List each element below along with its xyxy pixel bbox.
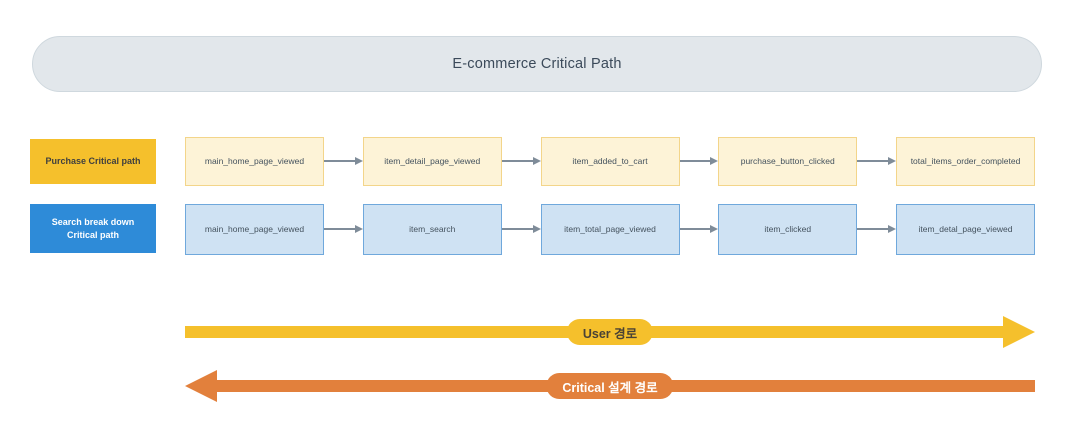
page-title: E-commerce Critical Path	[452, 56, 622, 72]
flow-node[interactable]: item_search	[362, 203, 502, 255]
arrow-head-icon	[354, 225, 363, 233]
connector-line	[501, 228, 534, 230]
arrow-head-icon	[532, 225, 541, 233]
flow-node[interactable]: main_home_page_viewed	[185, 136, 324, 186]
flow-node[interactable]: item_added_to_cart	[540, 136, 680, 186]
row-label-search-line2: Critical path	[66, 229, 119, 240]
flow-connector-arrow	[501, 156, 541, 166]
arrow-head-icon	[532, 157, 541, 165]
banner-critical-path: Critical 설계 경로	[185, 366, 1035, 406]
flow-node[interactable]: item_detal_page_viewed	[896, 203, 1035, 255]
row-label-search-text: Search break down Critical path	[52, 216, 135, 240]
flow-connector-arrow	[679, 156, 719, 166]
arrow-head-icon	[710, 157, 719, 165]
row-label-purchase-critical-path: Purchase Critical path	[30, 139, 156, 184]
connector-line	[857, 228, 889, 230]
flow-connector-arrow	[501, 224, 541, 234]
flow-node[interactable]: purchase_button_clicked	[718, 136, 858, 186]
flow-node[interactable]: item_total_page_viewed	[540, 203, 680, 255]
flow-node[interactable]: item_detail_page_viewed	[362, 136, 502, 186]
connector-line	[324, 228, 356, 230]
row-label-search-break-down-critical-path: Search break down Critical path	[30, 204, 156, 253]
arrow-head-icon	[888, 225, 896, 233]
row-label-search-line1: Search break down	[51, 217, 135, 228]
flow-connector-arrow	[324, 224, 363, 234]
banner-user-path-label: User 경로	[566, 319, 654, 345]
flow-row-search: main_home_page_viewed item_search item_t…	[185, 203, 1035, 255]
arrow-head-icon	[354, 157, 363, 165]
connector-line	[857, 160, 889, 162]
flow-connector-arrow	[679, 224, 719, 234]
row-label-purchase-text: Purchase Critical path	[45, 156, 141, 167]
flow-node[interactable]: main_home_page_viewed	[185, 203, 324, 255]
flow-connector-arrow	[857, 224, 896, 234]
diagram-title-bar: E-commerce Critical Path	[32, 36, 1042, 92]
banner-user-path: User 경로	[185, 312, 1035, 352]
banner-critical-path-label: Critical 설계 경로	[546, 373, 674, 399]
connector-line	[679, 228, 712, 230]
flow-node[interactable]: item_clicked	[718, 203, 858, 255]
arrow-head-icon	[710, 225, 719, 233]
flow-row-purchase: main_home_page_viewed item_detail_page_v…	[185, 136, 1035, 186]
arrow-head-icon	[888, 157, 896, 165]
connector-line	[324, 160, 356, 162]
flow-connector-arrow	[324, 156, 363, 166]
connector-line	[679, 160, 712, 162]
flow-connector-arrow	[857, 156, 896, 166]
connector-line	[501, 160, 534, 162]
flow-node[interactable]: total_items_order_completed	[896, 136, 1035, 186]
